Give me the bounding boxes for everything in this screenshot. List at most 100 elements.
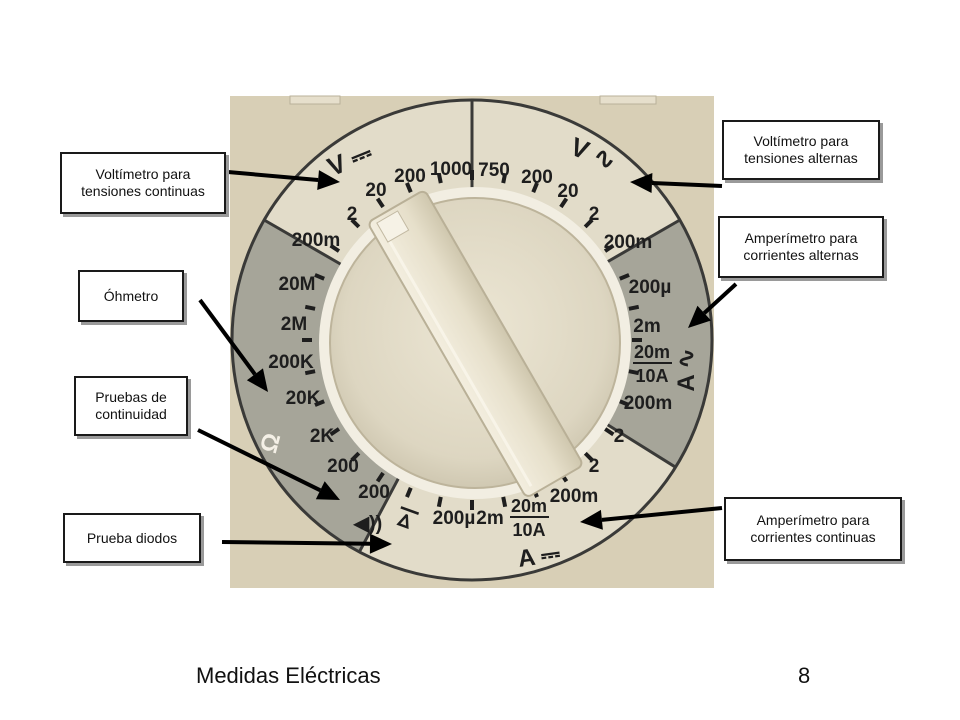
callout-diode: Prueba diodos (63, 513, 201, 563)
dial-tick (375, 471, 385, 483)
dial-tick (375, 197, 385, 209)
dial-tick (603, 243, 615, 253)
range-label: 2 (614, 426, 625, 447)
range-label: 200 (327, 456, 359, 477)
range-label: 200 (394, 166, 426, 187)
range-label: 20 (365, 180, 386, 201)
dial-tick (619, 273, 630, 281)
dial-tick (628, 369, 640, 376)
arrow-ac-voltmeter (630, 172, 723, 193)
dial-tick (501, 172, 508, 184)
range-label: 200m (292, 230, 341, 251)
arrow-dc-voltmeter (227, 170, 340, 191)
range-label: 2K (310, 426, 335, 447)
dial-tick (314, 399, 325, 407)
range-label: 20m (511, 496, 547, 516)
range-label: 2m (476, 508, 503, 529)
arrow-ohmmeter (198, 298, 268, 392)
range-label: 20 (557, 181, 578, 202)
dial-tick (350, 218, 361, 229)
range-label: 2M (281, 314, 307, 335)
range-label: 200µ (629, 277, 672, 298)
page-number: 8 (798, 663, 811, 688)
sector-divider (601, 218, 681, 267)
callout-dc-voltmeter: Voltímetro para tensiones continuas (60, 152, 226, 214)
range-label: 200m (550, 486, 599, 507)
dial-tick (531, 182, 539, 193)
range-label: 750 (478, 160, 510, 181)
arrow-head (246, 368, 268, 392)
arrow-head (369, 533, 392, 554)
range-label: 200K (268, 352, 314, 373)
sector-divider (358, 471, 403, 553)
arrow-head (315, 481, 340, 500)
range-label: 10A (512, 520, 545, 540)
dial-tick (329, 427, 341, 437)
range-label: 200 (358, 482, 390, 503)
selector-dial: V ⎓ 200m 2 20 200 1000 V ∿ 750 200 20 2 … (230, 98, 714, 582)
arrow-shaft (198, 298, 257, 376)
range-label: 200m (624, 393, 673, 414)
dial-tick (583, 451, 594, 462)
dial-tick (304, 304, 316, 311)
dial-tick (304, 369, 316, 376)
callout-ac-ammeter: Amperímetro para corrientes alternas (718, 216, 884, 278)
dc-current-ranges: A ⎓ 2 200m 20m 10A 2m 200µ (433, 456, 600, 573)
dial-tick (350, 451, 361, 462)
dial-tick (329, 243, 341, 253)
range-label: 10A (635, 366, 668, 386)
range-label: 1000 (430, 159, 472, 180)
dial-tick (583, 218, 594, 229)
dial-tick (436, 172, 443, 184)
range-label: 2 (589, 204, 600, 225)
sector-divider (263, 218, 343, 267)
ac-current-symbol: A ∿ (673, 348, 700, 391)
range-label: 2 (347, 204, 358, 225)
sector-divider (598, 418, 677, 469)
dial-tick (405, 487, 413, 498)
dial-tick (436, 496, 443, 508)
dial-tick (619, 399, 630, 407)
range-label: 20m (634, 342, 670, 362)
arrow-shaft (651, 180, 723, 188)
arrow-continuity (197, 428, 340, 500)
range-label: 200 (521, 167, 553, 188)
range-label: 200m (604, 232, 653, 253)
arrow-diode (221, 533, 392, 554)
dial-tick (501, 496, 508, 508)
arrow-head (688, 305, 711, 328)
callout-dc-ammeter: Amperímetro para corrientes continuas (724, 497, 902, 561)
arrow-shaft (702, 282, 738, 315)
callout-ac-voltmeter: Voltímetro para tensiones alternas (722, 120, 880, 180)
ac-current-ranges: A ∿ 200µ 2m 20m 10A 200m 2 (614, 277, 700, 447)
arrow-shaft (227, 170, 319, 183)
dial-ticks (302, 170, 642, 510)
faceplate-tab-left (289, 95, 341, 105)
arrow-head (580, 509, 603, 530)
arrow-shaft (197, 428, 322, 493)
callout-continuity: Pruebas de continuidad (74, 376, 188, 436)
callout-ohmmeter: Óhmetro (78, 270, 184, 322)
knob-handle (368, 190, 583, 497)
range-label: 20K (286, 388, 321, 409)
arrow-head (317, 170, 340, 191)
callout-arrows (197, 170, 738, 554)
buzzer-icon: ◀)) (353, 513, 383, 535)
dial-tick (603, 427, 615, 437)
range-label: 2m (633, 316, 660, 337)
faceplate-tab-right (599, 95, 657, 105)
footer-title: Medidas Eléctricas (196, 663, 381, 688)
dial-tick (314, 273, 325, 281)
arrow-dc-ammeter (580, 506, 723, 530)
sector-dividers (263, 100, 681, 553)
dc-current-symbol: A ⎓ (516, 540, 562, 573)
arrow-ac-ammeter (688, 282, 738, 328)
dial-tick (628, 304, 640, 311)
range-label: 20M (279, 274, 316, 295)
dial-tick (559, 197, 569, 209)
dial-tick (405, 182, 413, 193)
arrow-head (630, 172, 653, 193)
range-label: 2 (589, 456, 600, 477)
range-label: 200µ (433, 508, 476, 529)
